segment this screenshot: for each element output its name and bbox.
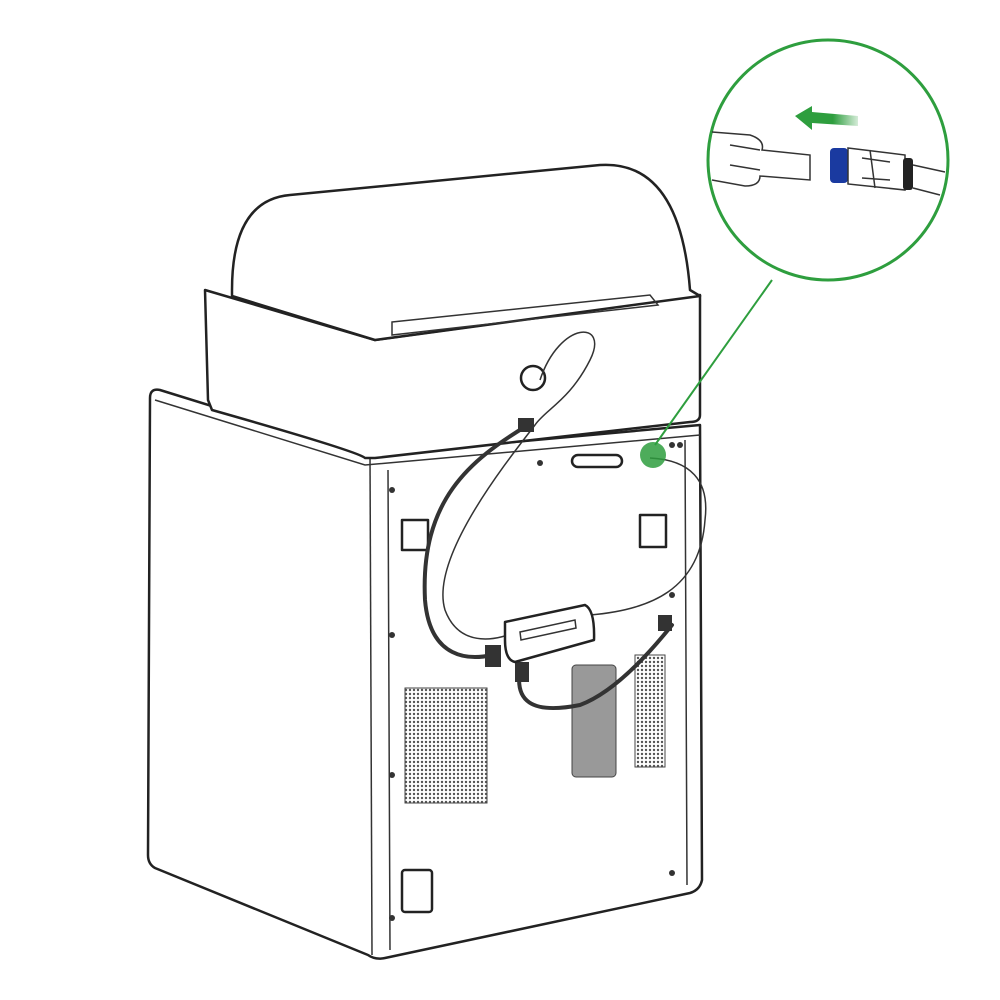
foot-plate	[400, 868, 434, 914]
cabinet	[146, 388, 704, 960]
plug-top	[518, 418, 534, 432]
panel-grey	[571, 664, 617, 778]
connector-highlight	[640, 442, 666, 468]
magnified-inset	[706, 38, 950, 282]
connector-ring	[830, 148, 848, 183]
vent-right	[634, 654, 666, 768]
port-slot	[570, 453, 624, 469]
vent-left	[404, 687, 488, 804]
latch-left	[400, 518, 430, 552]
usb-plug	[485, 645, 501, 667]
plug-right	[658, 615, 672, 631]
latch-right	[638, 513, 668, 549]
power-plug	[515, 662, 529, 682]
printer-unit	[203, 163, 702, 469]
callout-line	[654, 279, 773, 446]
cable-anchor	[519, 364, 547, 392]
cable	[422, 331, 707, 711]
pull-direction-arrow	[795, 106, 858, 130]
